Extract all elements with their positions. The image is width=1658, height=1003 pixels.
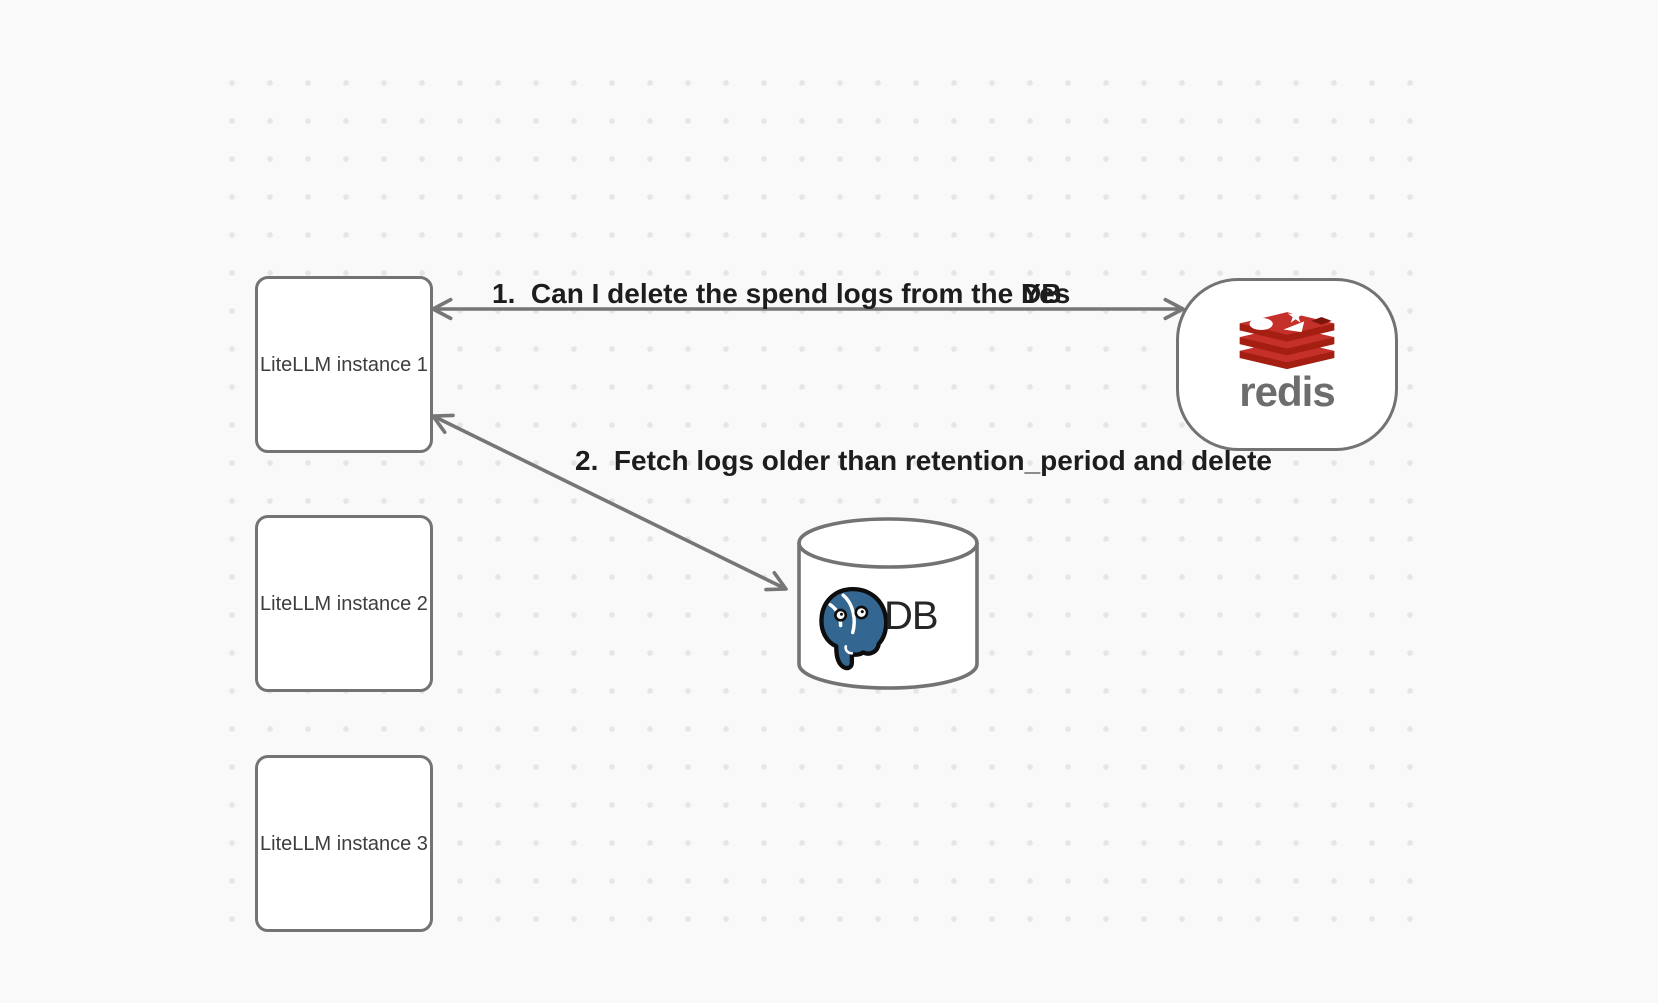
node-database[interactable]: DB: [796, 512, 980, 694]
arrow2-label[interactable]: 2. Fetch logs older than retention_perio…: [575, 445, 1272, 476]
arrow1-label[interactable]: 1. Can I delete the spend logs from the …: [492, 278, 1062, 309]
arrow1-answer-label[interactable]: Yes: [1022, 278, 1071, 309]
postgresql-elephant-icon: [819, 586, 889, 671]
redis-wordmark: redis: [1239, 368, 1335, 415]
node-label: LiteLLM instance 2: [260, 592, 428, 615]
node-label: LiteLLM instance 3: [260, 832, 428, 855]
redis-stack-logo-icon: [1239, 308, 1335, 370]
node-label: LiteLLM instance 1: [260, 353, 428, 376]
db-label: DB: [884, 594, 939, 638]
node-redis[interactable]: redis: [1176, 278, 1398, 451]
node-litellm-instance-1[interactable]: LiteLLM instance 1: [255, 276, 433, 453]
arrow-fetch-delete[interactable]: [431, 413, 788, 592]
node-litellm-instance-2[interactable]: LiteLLM instance 2: [255, 515, 433, 692]
node-litellm-instance-3[interactable]: LiteLLM instance 3: [255, 755, 433, 932]
